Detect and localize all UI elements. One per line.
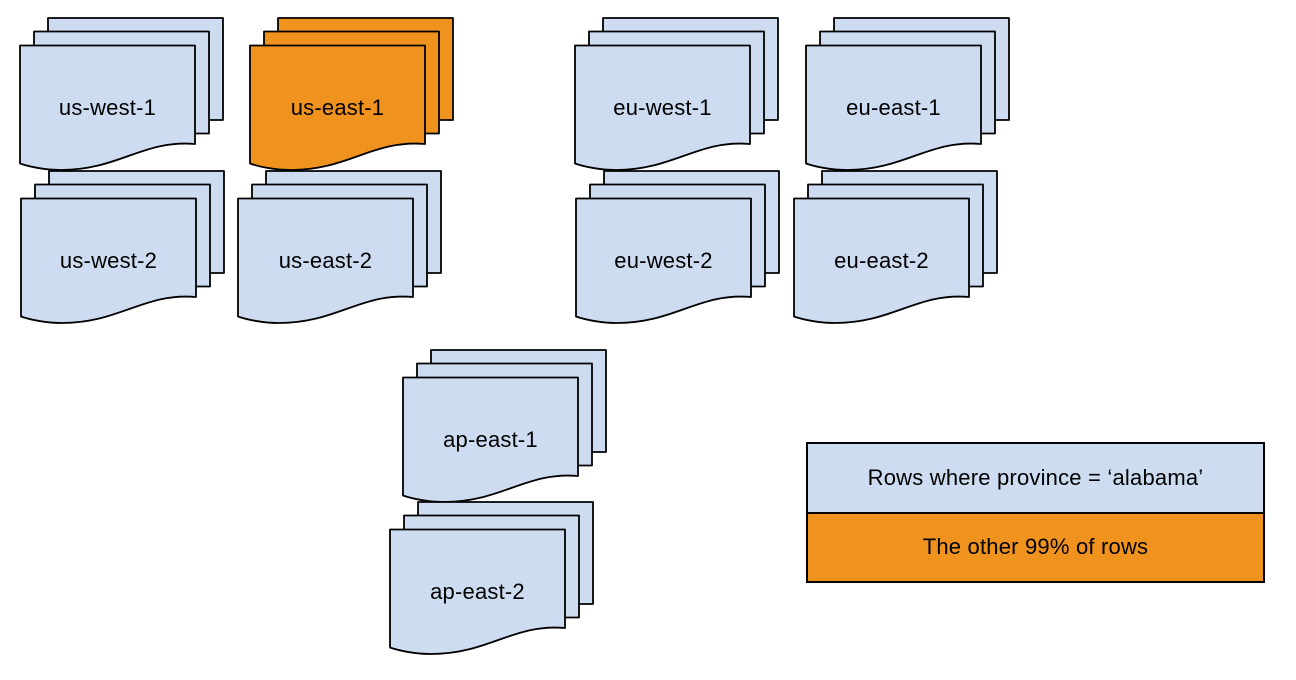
stack-us-west-2: us-west-2 bbox=[20, 170, 226, 326]
document-stack-icon bbox=[575, 170, 781, 326]
legend: Rows where province = ‘alabama’ The othe… bbox=[806, 442, 1265, 583]
document-stack-icon bbox=[20, 170, 226, 326]
stack-eu-west-1: eu-west-1 bbox=[574, 17, 780, 173]
stack-ap-east-2: ap-east-2 bbox=[389, 501, 595, 657]
stack-us-east-2: us-east-2 bbox=[237, 170, 443, 326]
document-stack-icon bbox=[389, 501, 595, 657]
stack-eu-west-2: eu-west-2 bbox=[575, 170, 781, 326]
document-stack-icon bbox=[574, 17, 780, 173]
stack-ap-east-1: ap-east-1 bbox=[402, 349, 608, 505]
document-stack-icon bbox=[402, 349, 608, 505]
stack-us-east-1: us-east-1 bbox=[249, 17, 455, 173]
legend-item-other-rows: The other 99% of rows bbox=[808, 511, 1263, 581]
legend-item-alabama-rows: Rows where province = ‘alabama’ bbox=[808, 444, 1263, 512]
document-stack-icon bbox=[805, 17, 1011, 173]
legend-label: The other 99% of rows bbox=[922, 534, 1149, 560]
stack-us-west-1: us-west-1 bbox=[19, 17, 225, 173]
document-stack-icon bbox=[19, 17, 225, 173]
document-stack-icon bbox=[249, 17, 455, 173]
document-stack-icon bbox=[793, 170, 999, 326]
legend-label: Rows where province = ‘alabama’ bbox=[867, 464, 1204, 490]
stack-eu-east-1: eu-east-1 bbox=[805, 17, 1011, 173]
document-stack-icon bbox=[237, 170, 443, 326]
stack-eu-east-2: eu-east-2 bbox=[793, 170, 999, 326]
